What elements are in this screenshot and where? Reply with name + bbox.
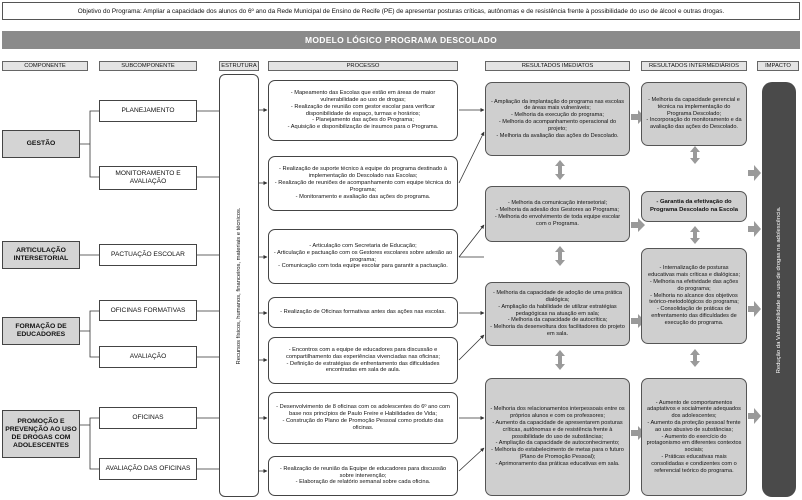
process-pactuacao: - Articulação com Secretaria de Educação… — [268, 229, 458, 284]
intermediate-result-gestao: - Melhoria da capacidade gerencial e téc… — [641, 82, 747, 146]
subcomponent-pactuacao-escolar: PACTUAÇÃO ESCOLAR — [99, 244, 197, 266]
subcomponent-avaliacao-oficinas: AVALIAÇÃO DAS OFICINAS — [99, 458, 197, 480]
immediate-result-gestao: - Ampliação da implantação do programa n… — [485, 82, 630, 156]
subcomponent-planejamento: PLANEJAMENTO — [99, 100, 197, 122]
impact-box: Redução da Vulnerabilidade ao uso de dro… — [762, 82, 796, 497]
subcomponent-oficinas-formativas: OFICINAS FORMATIVAS — [99, 300, 197, 321]
process-planejamento: - Mapeamento das Escolas que estão em ár… — [268, 80, 458, 141]
intermediate-result-promocao: - Aumento de comportamentos adaptativos … — [641, 378, 747, 496]
program-objective: Objetivo do Programa: Ampliar a capacida… — [2, 2, 800, 20]
subcomponent-oficinas: OFICINAS — [99, 407, 197, 429]
process-avaliacao-oficinas: - Realização de reunião da Equipe de edu… — [268, 456, 458, 496]
immediate-result-promocao: - Melhoria dos relacionamentos interpess… — [485, 378, 630, 496]
subcomponent-avaliacao: AVALIAÇÃO — [99, 346, 197, 368]
header-impacto: IMPACTO — [757, 61, 799, 71]
header-estrutura: ESTRUTURA — [219, 61, 259, 71]
component-gestao: GESTÃO — [2, 130, 80, 158]
impact-text: Redução da Vulnerabilidade ao uso de dro… — [776, 206, 782, 373]
process-monitoramento: - Realização de suporte técnico à equipe… — [268, 156, 458, 211]
process-oficinas: - Desenvolvimento de 8 oficinas com os a… — [268, 392, 458, 444]
process-avaliacao: - Encontros com a equipe de educadores p… — [268, 337, 458, 384]
header-resultados-intermediarios: RESULTADOS INTERMEDIÁRIOS — [641, 61, 747, 71]
header-subcomponente: SUBCOMPONENTE — [99, 61, 197, 71]
header-processo: PROCESSO — [268, 61, 458, 71]
component-formacao-educadores: FORMAÇÃO DE EDUCADORES — [2, 317, 80, 345]
model-title: MODELO LÓGICO PROGRAMA DESCOLADO — [2, 31, 800, 49]
component-articulacao-intersetorial: ARTICULAÇÃO INTERSETORIAL — [2, 241, 80, 269]
component-promocao-prevencao: PROMOÇÃO E PREVENÇÃO AO USO DE DROGAS CO… — [2, 410, 80, 458]
estrutura-box: Recursos físicos, humanos, financeiros, … — [219, 74, 259, 497]
immediate-result-articulacao: - Melhoria da comunicação intersetorial;… — [485, 186, 630, 242]
intermediate-result-formacao: - Internalização de posturas educativas … — [641, 248, 747, 344]
process-oficinas-formativas: - Realização de Oficinas formativas ante… — [268, 297, 458, 328]
header-componente: COMPONENTE — [2, 61, 88, 71]
estrutura-text: Recursos físicos, humanos, financeiros, … — [236, 207, 242, 364]
header-resultados-imediatos: RESULTADOS IMEDIATOS — [485, 61, 630, 71]
immediate-result-formacao: - Melhoria da capacidade de adoção de um… — [485, 282, 630, 346]
intermediate-result-articulacao: - Garantia da efetivação do Programa Des… — [641, 191, 747, 222]
subcomponent-monitoramento-avaliacao: MONITORAMENTO E AVALIAÇÃO — [99, 166, 197, 190]
